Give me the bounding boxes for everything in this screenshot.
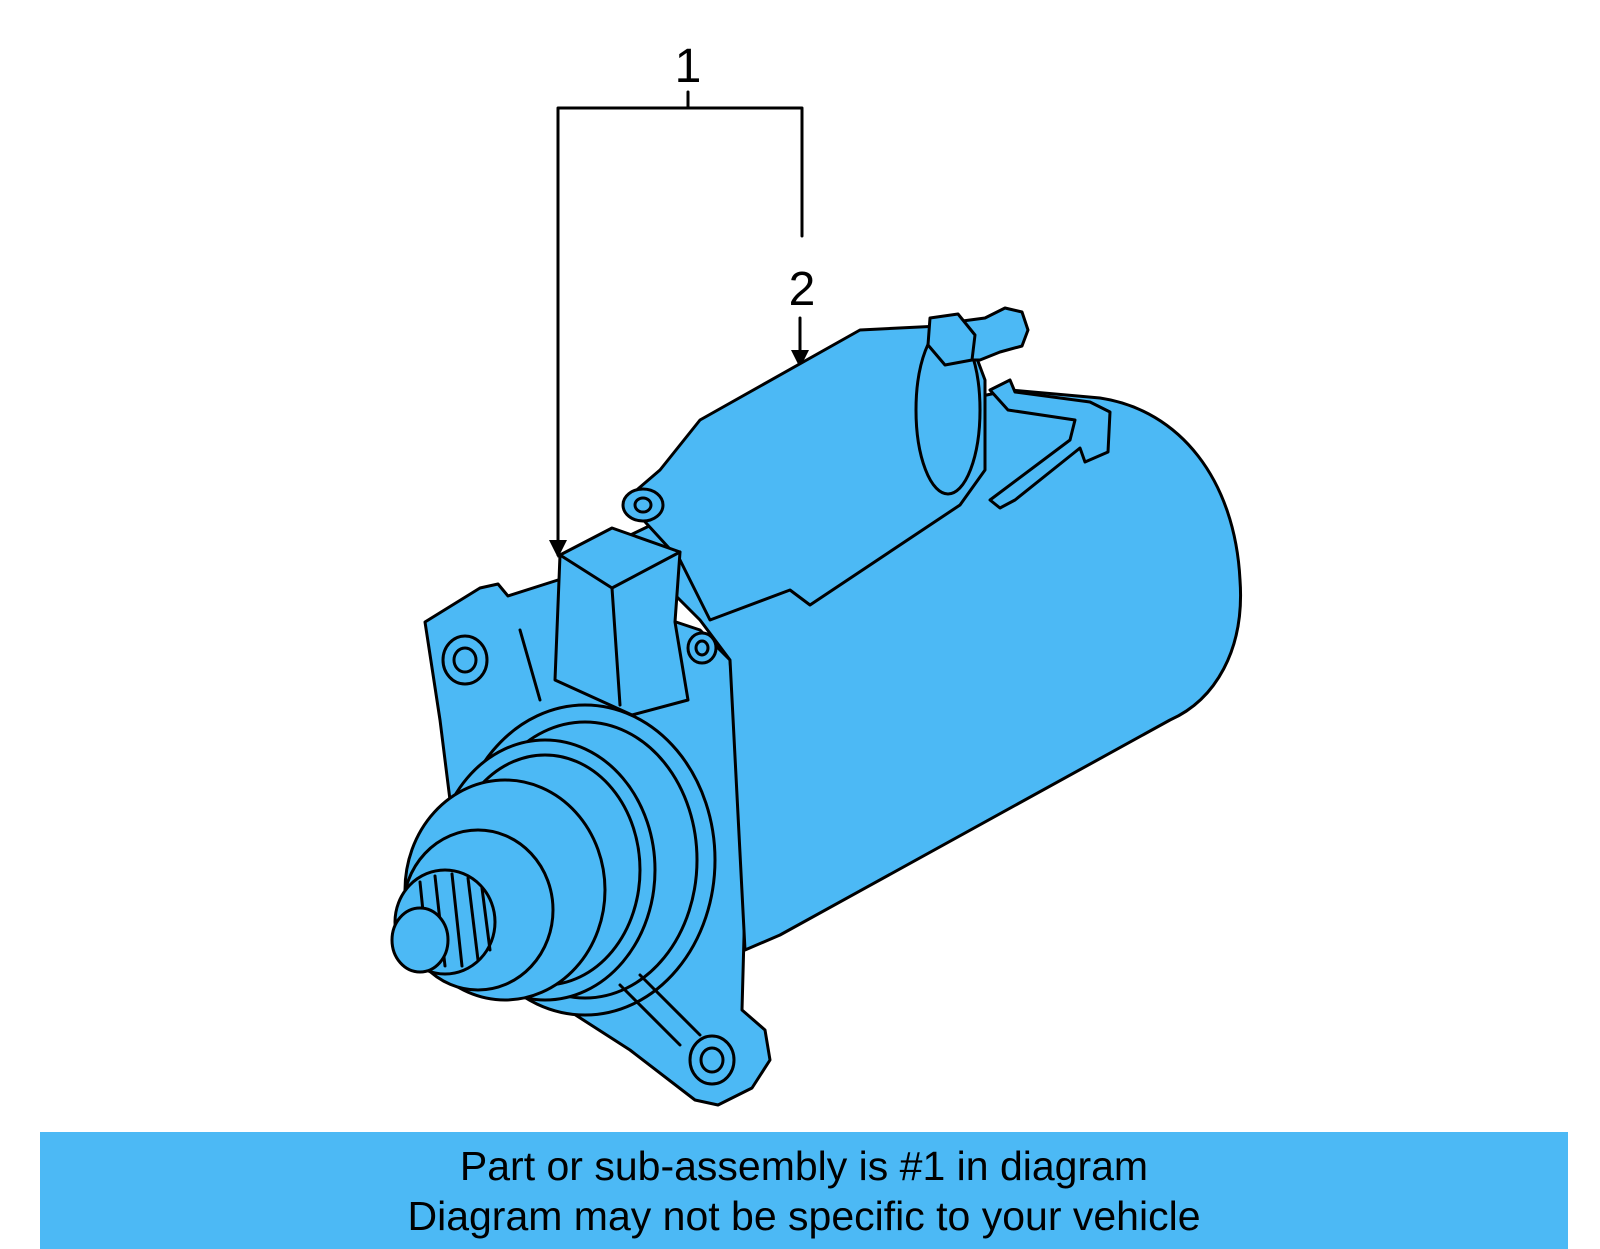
caption-line-2: Diagram may not be specific to your vehi… [407, 1192, 1201, 1239]
flange-bolt-hole-upper [441, 634, 489, 686]
starter-motor [390, 306, 1243, 1107]
flange-bolt-hole-lower [688, 1034, 736, 1086]
connector-block [553, 526, 690, 717]
callout-1-arrow [549, 540, 567, 558]
flange-bolt-hole-side [686, 631, 718, 665]
terminal-nut [926, 312, 977, 367]
pinion-shaft-end [390, 906, 450, 974]
starter-motor-diagram: 1 2 [390, 40, 1243, 1107]
solenoid-body [623, 324, 987, 622]
callout-label-1: 1 [675, 40, 702, 93]
solenoid-bolt-eye [621, 487, 665, 523]
callout-lines [549, 90, 809, 558]
callout-2-arrow [791, 350, 809, 368]
callout-label-2: 2 [789, 263, 816, 316]
terminal-bracket [988, 378, 1112, 510]
caption-line-1: Part or sub-assembly is #1 in diagram [459, 1142, 1149, 1189]
caption-banner: Part or sub-assembly is #1 in diagram Di… [40, 1132, 1568, 1249]
flange-ribs [518, 628, 702, 1047]
